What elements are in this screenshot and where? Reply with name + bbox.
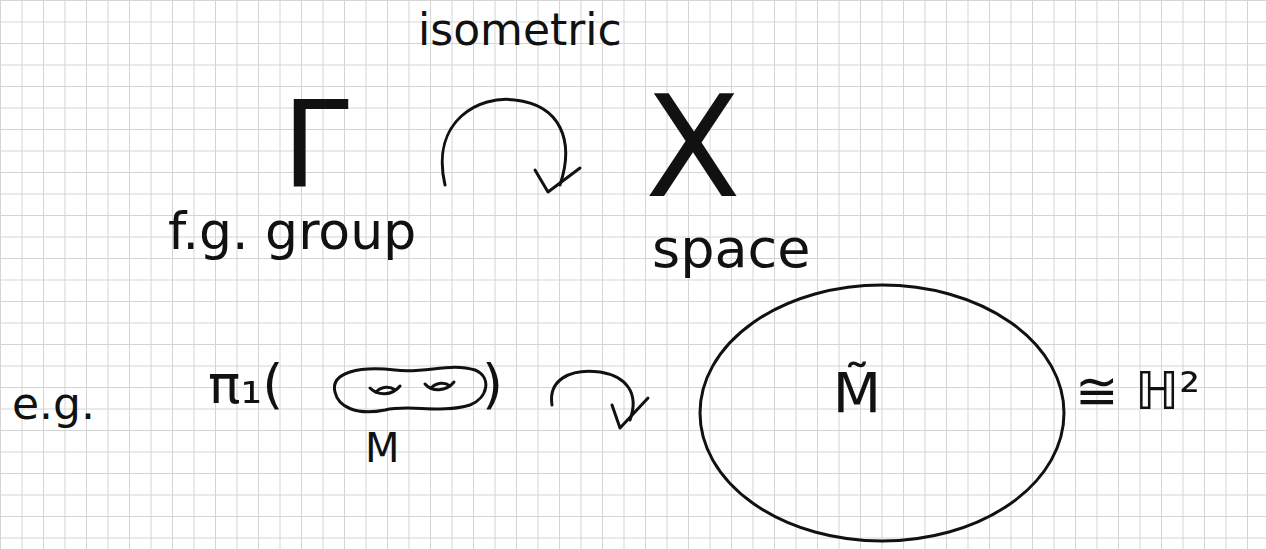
surface-hole — [425, 382, 454, 390]
handwritten-label: isometric — [418, 8, 622, 52]
ellipse-outline — [697, 282, 1067, 544]
handwritten-label: M — [365, 428, 400, 468]
surface-hole — [376, 387, 395, 392]
handwritten-label: e.g. — [12, 382, 95, 426]
handwritten-label: ) — [482, 358, 503, 412]
surface-outline — [334, 367, 485, 412]
handwritten-label: space — [652, 222, 810, 276]
surface-hole — [370, 386, 400, 394]
handwritten-label: Γ — [282, 85, 349, 205]
handwritten-label: f.g. group — [168, 205, 416, 257]
handwritten-label: π₁( — [208, 358, 283, 412]
surface-hole — [431, 383, 450, 388]
arrow-head — [535, 168, 580, 192]
action-arrow — [552, 371, 634, 420]
action-arrow — [442, 99, 565, 185]
ellipse-region: M̃ — [697, 282, 1067, 544]
space-name: M̃ — [833, 365, 881, 421]
arrow-head — [612, 398, 648, 428]
handwritten-label: X — [645, 78, 741, 218]
handwritten-label: ≅ ℍ² — [1075, 365, 1200, 417]
